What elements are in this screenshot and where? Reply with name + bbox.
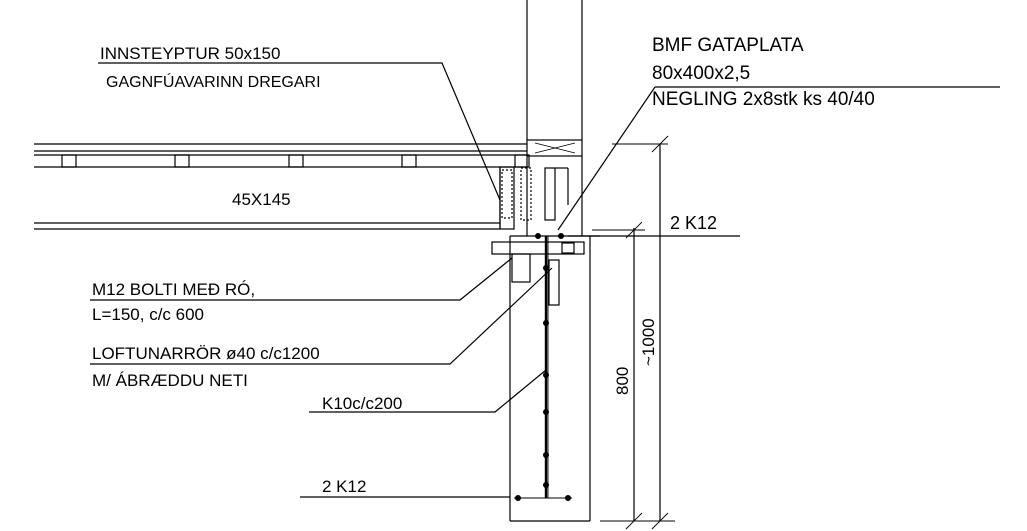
foundation-wall-lower: [509, 228, 600, 522]
floor-battens: [61, 154, 530, 168]
label-dim-1000: ~1000: [639, 318, 658, 366]
rebar-dots: [515, 233, 571, 501]
label-bmf-2: 80x400x2,5: [652, 63, 750, 84]
label-dim-800: 800: [613, 367, 632, 395]
label-innsteyptur-1: INNSTEYPTUR 50x150: [100, 44, 280, 63]
label-vent-2: M/ ÁBRÆDDU NETI: [92, 371, 248, 390]
leader-lines: [90, 62, 1000, 498]
label-stirrups: K10c/c200: [322, 394, 402, 413]
label-bmf-1: BMF GATAPLATA: [652, 35, 804, 56]
label-bolt-1: M12 BOLTI MEÐ RÓ,: [92, 280, 255, 299]
bolt-with-nut: [491, 241, 585, 283]
foundation-wall-upper: [526, 0, 583, 140]
label-bottom-rebar: 2 K12: [322, 477, 366, 496]
nail-plate: [520, 167, 569, 221]
floor-joist: [34, 143, 527, 230]
label-vent-1: LOFTUNARRÖR ø40 c/c1200: [92, 344, 320, 363]
vent-pipe: [548, 259, 560, 306]
cast-in-timber: [499, 166, 515, 230]
rebar-stirrups: [514, 236, 572, 499]
label-innsteyptur-2: GAGNFÚAVARINN DREGARI: [106, 72, 321, 91]
label-joist-size: 45X145: [232, 190, 291, 209]
label-bmf-3: NEGLING 2x8stk ks 40/40: [652, 89, 875, 110]
dimension-800: [592, 221, 645, 530]
label-bolt-2: L=150, c/c 600: [92, 305, 204, 324]
dimension-1000: [600, 135, 675, 530]
label-top-rebar: 2 K12: [670, 213, 717, 233]
